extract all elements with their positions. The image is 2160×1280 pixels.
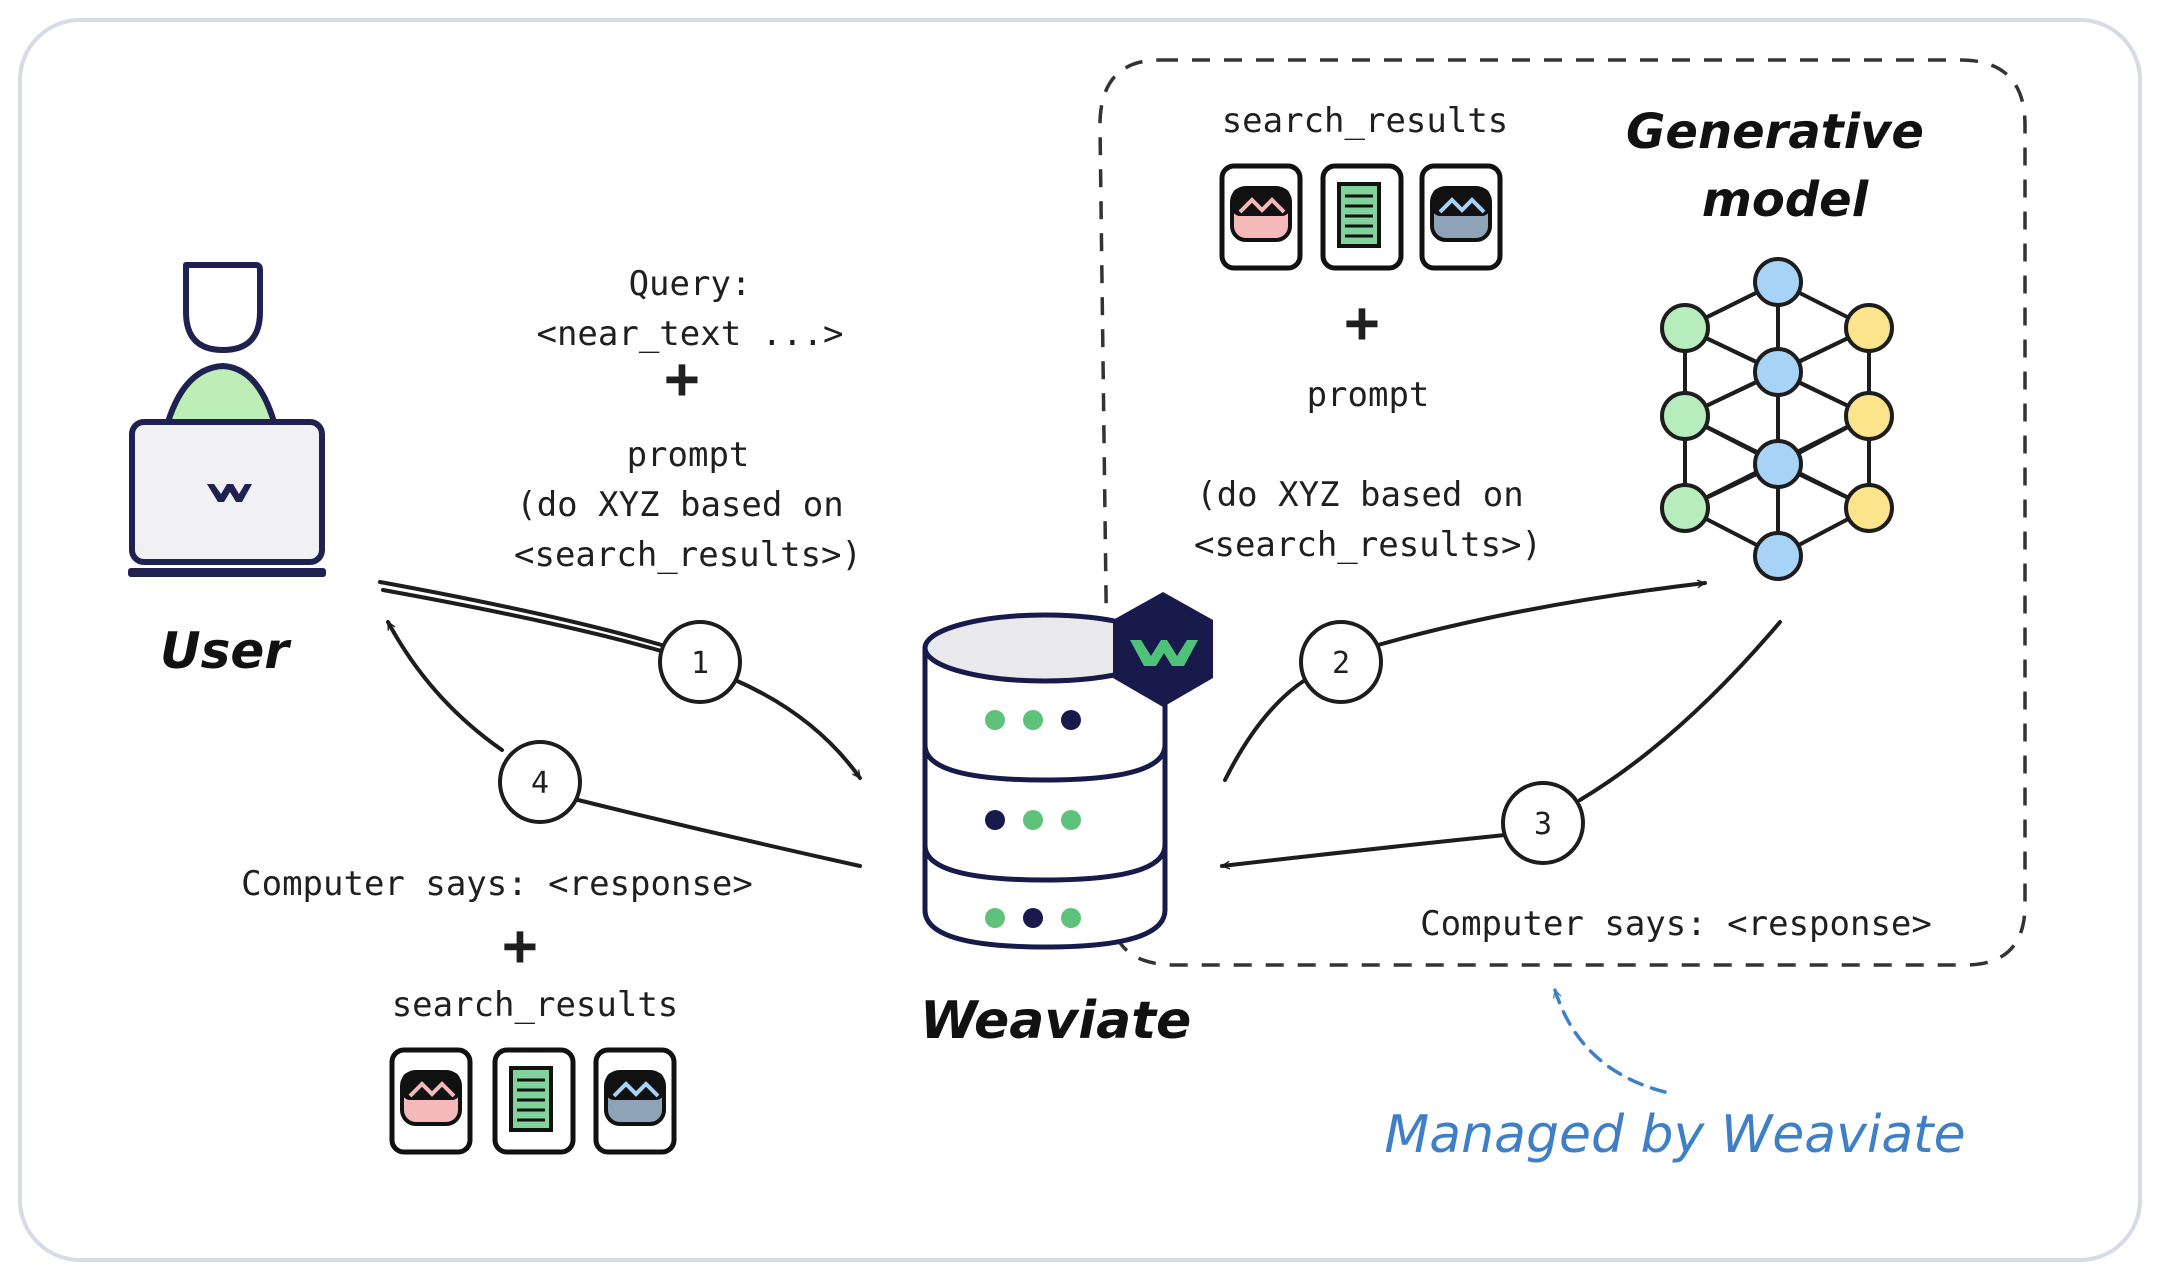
step-3-badge: 3 bbox=[1501, 781, 1585, 865]
managed-pointer-arrow bbox=[1553, 988, 1667, 1094]
response-search-results: search_results bbox=[392, 985, 679, 1025]
user-label: User bbox=[160, 622, 292, 680]
response-block: Computer says: <response> + search_resul… bbox=[241, 864, 753, 1025]
svg-text:4: 4 bbox=[531, 766, 549, 801]
managed-response: Computer says: <response> bbox=[1420, 904, 1932, 944]
database-icon bbox=[922, 612, 1168, 950]
query-prompt: prompt bbox=[627, 435, 750, 475]
managed-card-document bbox=[1320, 163, 1404, 271]
managed-prompt-detail-1: (do XYZ based on bbox=[1196, 475, 1524, 515]
managed-plus: + bbox=[1345, 288, 1380, 356]
step-4-badge: 4 bbox=[498, 740, 582, 824]
arrow-step-1 bbox=[378, 580, 862, 780]
arrow-step-3 bbox=[1220, 620, 1782, 870]
generative-model-label-1: Generative bbox=[1626, 104, 1924, 160]
managed-region bbox=[1098, 58, 2027, 967]
arrow-step-4 bbox=[386, 620, 862, 868]
response-plus: + bbox=[503, 911, 538, 979]
managed-search-results: search_results bbox=[1222, 101, 1509, 141]
query-prompt-detail-1: (do XYZ based on bbox=[516, 485, 844, 525]
weaviate-logo-icon bbox=[1113, 592, 1213, 707]
managed-prompt-detail-2: <search_results>) bbox=[1194, 525, 1542, 565]
result-card-document bbox=[492, 1047, 576, 1155]
query-block: Query: <near_text ...> + prompt (do XYZ … bbox=[514, 264, 862, 575]
arrow-step-2 bbox=[1223, 579, 1707, 782]
step-1-badge: 1 bbox=[658, 620, 742, 704]
step-2-badge: 2 bbox=[1299, 620, 1383, 704]
neural-network-icon bbox=[1660, 257, 1894, 581]
svg-text:3: 3 bbox=[1534, 807, 1552, 842]
managed-prompt: prompt bbox=[1307, 375, 1430, 415]
query-near-text: <near_text ...> bbox=[536, 314, 843, 354]
generative-model-label-2: model bbox=[1702, 172, 1869, 228]
result-card-image-1 bbox=[389, 1047, 473, 1155]
query-label: Query: bbox=[629, 264, 752, 304]
query-prompt-detail-2: <search_results>) bbox=[514, 535, 862, 575]
svg-text:2: 2 bbox=[1332, 646, 1350, 681]
managed-by-label: Managed by Weaviate bbox=[1384, 1105, 1965, 1165]
weaviate-label: Weaviate bbox=[920, 991, 1191, 1051]
response-text: Computer says: <response> bbox=[241, 864, 753, 904]
user-laptop-icon bbox=[128, 262, 326, 577]
result-card-image-2 bbox=[593, 1047, 677, 1155]
svg-text:1: 1 bbox=[691, 646, 709, 681]
managed-card-image-1 bbox=[1219, 163, 1303, 271]
query-plus: + bbox=[665, 344, 700, 412]
managed-card-image-2 bbox=[1419, 163, 1503, 271]
